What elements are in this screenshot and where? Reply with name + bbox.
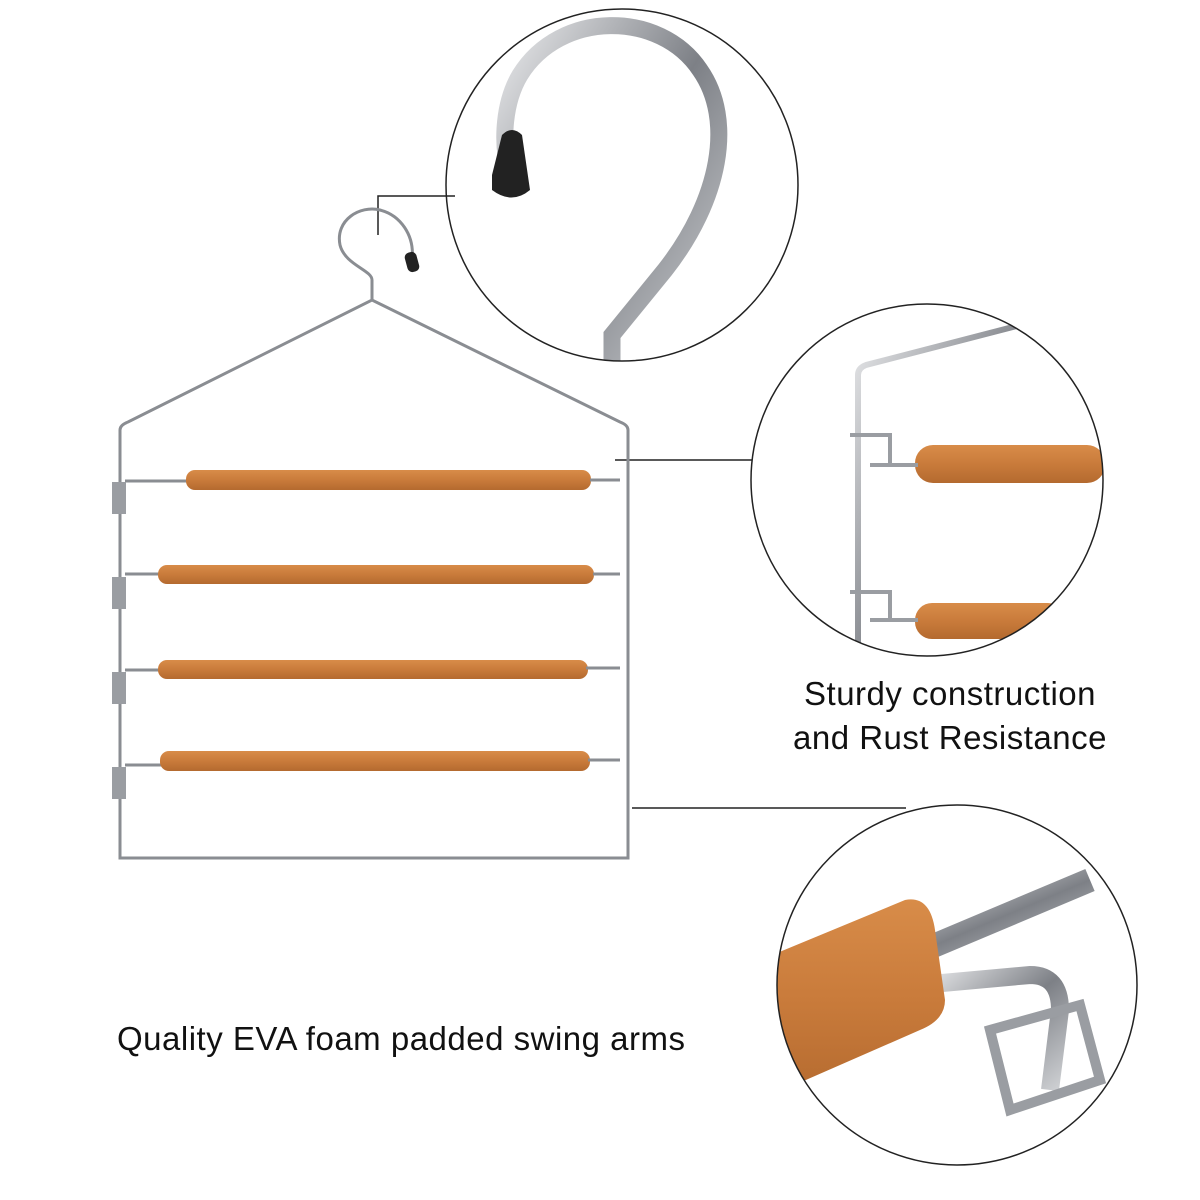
foam-bars [112,470,620,799]
detail-circle-construction [750,303,1104,657]
hanger [118,207,630,860]
detail-circle-hook [445,8,799,362]
swing-arm [112,751,620,799]
construction-callout-line1: Sturdy construction [804,675,1096,712]
construction-callout: Sturdy construction and Rust Resistance [770,672,1130,760]
swing-arm [112,565,620,609]
detail-circle-foam [776,804,1138,1166]
connector-lines [377,195,906,809]
foam-callout: Quality EVA foam padded swing arms [117,1020,686,1057]
construction-callout-line2: and Rust Resistance [793,719,1107,756]
hook-tip-icon [404,251,420,273]
swing-arm [112,470,620,514]
swing-arm [112,660,620,704]
